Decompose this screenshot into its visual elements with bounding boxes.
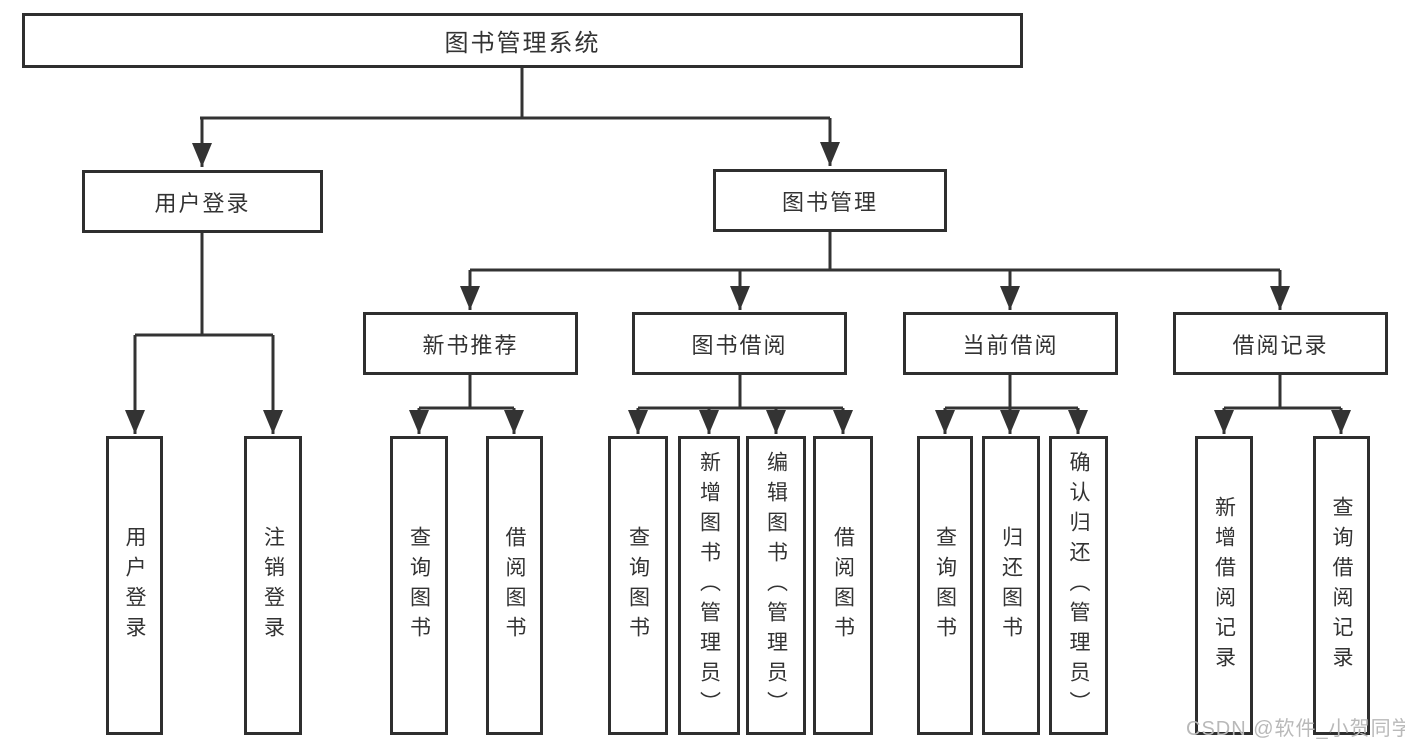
node-label: 新书推荐 bbox=[422, 332, 519, 358]
node-label: 新增借阅记录 bbox=[1212, 495, 1236, 676]
node-leaf-borrow-books-recommend: 借阅图书 bbox=[486, 436, 543, 735]
node-leaf-logout: 注销登录 bbox=[244, 436, 302, 735]
node-label: 借阅记录 bbox=[1232, 332, 1329, 358]
node-label: 图书管理 bbox=[781, 189, 878, 215]
node-label: 图书管理系统 bbox=[444, 30, 601, 57]
node-leaf-user-login: 用户登录 bbox=[106, 436, 163, 735]
node-label: 查询图书 bbox=[933, 525, 957, 646]
node-label: 当前借阅 bbox=[962, 332, 1059, 358]
node-label: 用户登录 bbox=[154, 190, 251, 216]
node-leaf-return-books: 归还图书 bbox=[982, 436, 1040, 735]
node-leaf-confirm-return-admin: 确认归还（管理员） bbox=[1049, 436, 1108, 735]
node-label: 新增图书（管理员） bbox=[697, 450, 721, 721]
node-label: 归还图书 bbox=[999, 525, 1023, 646]
node-label: 图书借阅 bbox=[691, 332, 788, 358]
node-label: 确认归还（管理员） bbox=[1067, 450, 1090, 721]
node-label: 查询图书 bbox=[407, 525, 431, 646]
node-label: 注销登录 bbox=[261, 525, 285, 646]
node-leaf-add-books-admin: 新增图书（管理员） bbox=[678, 436, 740, 735]
node-new-book-recommend: 新书推荐 bbox=[363, 312, 578, 375]
node-label: 用户登录 bbox=[123, 525, 146, 646]
csdn-watermark: CSDN @软件_小贺同学 bbox=[1186, 718, 1405, 740]
node-book-management: 图书管理 bbox=[713, 169, 947, 232]
node-leaf-borrow-books: 借阅图书 bbox=[813, 436, 873, 735]
node-borrowing-records: 借阅记录 bbox=[1173, 312, 1388, 375]
node-book-borrowing: 图书借阅 bbox=[632, 312, 847, 375]
node-label: 查询借阅记录 bbox=[1330, 495, 1353, 676]
node-user-login: 用户登录 bbox=[82, 170, 323, 233]
node-leaf-query-books-recommend: 查询图书 bbox=[390, 436, 448, 735]
node-library-management-system: 图书管理系统 bbox=[22, 13, 1023, 68]
node-label: 编辑图书（管理员） bbox=[764, 450, 788, 721]
node-label: 查询图书 bbox=[626, 525, 650, 646]
node-leaf-query-books-borrowing: 查询图书 bbox=[608, 436, 668, 735]
node-label: 借阅图书 bbox=[831, 525, 855, 646]
node-current-borrowing: 当前借阅 bbox=[903, 312, 1118, 375]
node-leaf-add-borrow-record: 新增借阅记录 bbox=[1195, 436, 1253, 735]
node-leaf-query-books-current: 查询图书 bbox=[917, 436, 973, 735]
node-leaf-query-borrow-record: 查询借阅记录 bbox=[1313, 436, 1370, 735]
node-label: 借阅图书 bbox=[503, 525, 526, 646]
node-leaf-edit-books-admin: 编辑图书（管理员） bbox=[746, 436, 806, 735]
